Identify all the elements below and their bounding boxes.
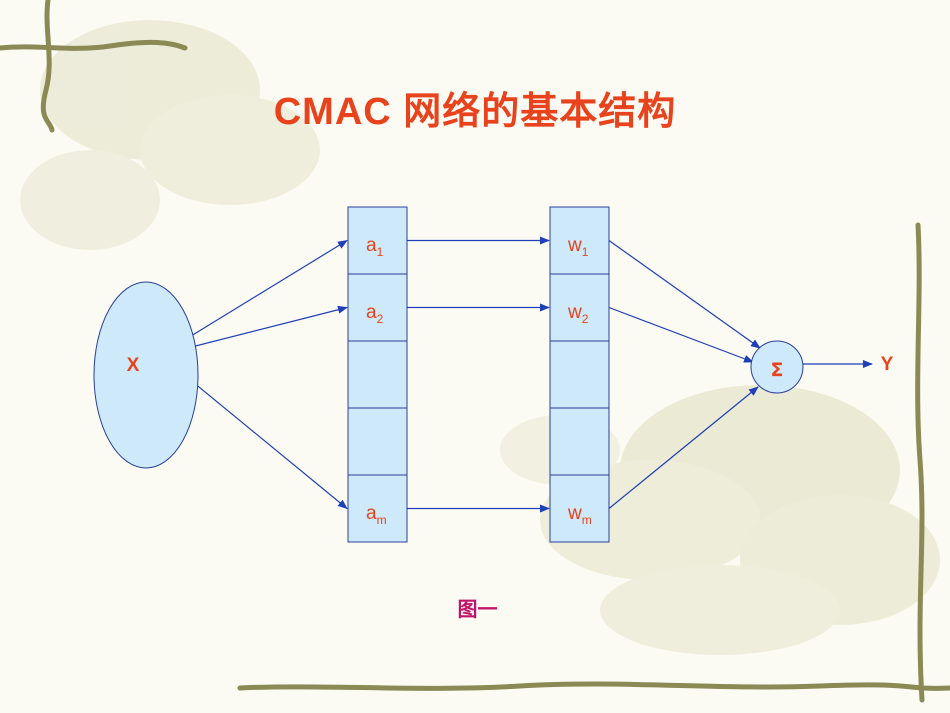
weight-to-sum-arrow [608,386,759,509]
output-label: Y [881,354,894,375]
association-cell-label: a2 [366,302,384,326]
sum-label: Σ [771,359,784,381]
weight-cell [549,474,610,543]
weight-cell-label: wm [567,503,592,527]
weight-cell [549,206,610,275]
association-cell [347,273,408,342]
page-title: CMAC 网络的基本结构 [273,91,677,133]
input-node [93,281,199,469]
association-cell-label: am [366,503,387,527]
weight-to-sum-arrow [608,306,754,363]
weight-cell-label: w1 [567,235,589,259]
association-cell [347,206,408,275]
association-cell [347,474,408,543]
association-cell-label: a1 [366,235,384,259]
weight-cell [549,407,610,476]
association-cell [347,407,408,476]
association-cell [347,340,408,409]
weight-cell [549,340,610,409]
weight-cell [549,273,610,342]
figure-caption: 图一 [457,597,498,621]
weight-cell-label: w2 [567,302,589,326]
sum-node [750,340,804,394]
weight-to-sum-arrow [608,240,761,349]
input-label: X [127,355,140,376]
weight-memory: w1 w2 wm [549,206,610,543]
association-memory: a1 a2 am [347,206,408,543]
